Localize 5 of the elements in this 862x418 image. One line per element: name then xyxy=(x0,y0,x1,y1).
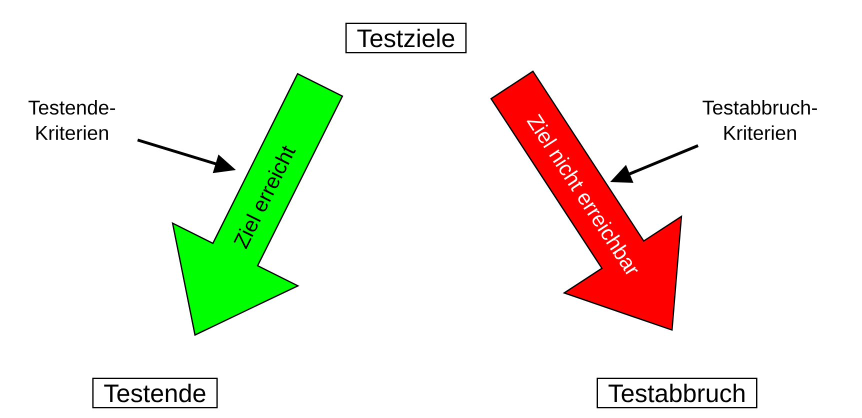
label-box: Testende xyxy=(92,378,218,408)
label-box: Testziele xyxy=(345,22,467,54)
label-box: Testabbruch xyxy=(596,378,758,408)
caption-text: Testende- Kriterien xyxy=(28,100,116,140)
caption-text: Testabbruch- Kriterien xyxy=(702,100,817,140)
